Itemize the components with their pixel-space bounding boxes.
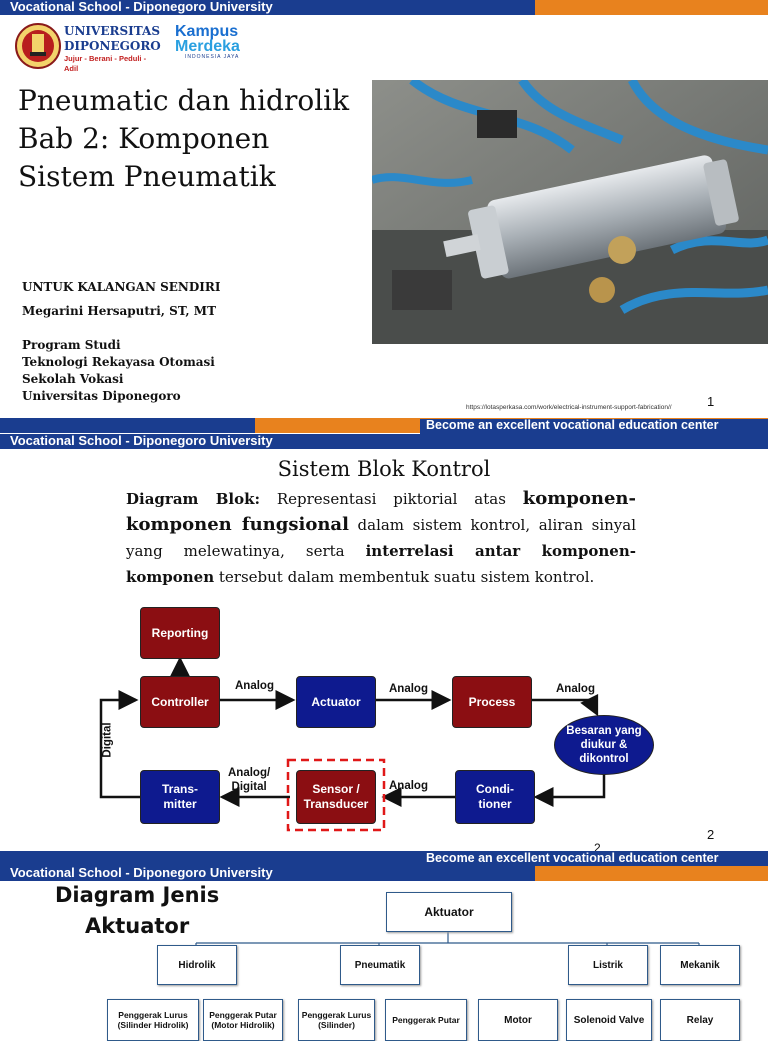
- slide1-title: Pneumatic dan hidrolik Bab 2: Komponen S…: [18, 82, 349, 196]
- tree-leaf: Penggerak Lurus (Silinder Hidrolik): [107, 999, 199, 1041]
- pneumatic-cylinder-photo: [372, 80, 768, 344]
- tree-leaf: Motor: [478, 999, 558, 1041]
- title-line-1: Pneumatic dan hidrolik: [18, 84, 350, 117]
- merdeka-text: Merdeka: [175, 38, 240, 55]
- sensor-label-1: Sensor /: [312, 782, 360, 796]
- sensor-highlight-box: [286, 758, 386, 832]
- tree-root-aktuator: Aktuator: [386, 892, 512, 932]
- tree-node-mekanik: Mekanik: [660, 945, 740, 985]
- program-line: Sekolah Vokasi: [22, 372, 124, 386]
- para-bold-5: interrelasi antar komponen-komponen: [126, 542, 636, 586]
- signal-label-analog: Analog: [556, 683, 595, 695]
- conditioner-block: Condi- tioner: [455, 770, 535, 824]
- conditioner-label-1: Condi-: [476, 782, 514, 796]
- undip-logo: UNIVERSITAS DIPONEGORO Jujur - Berani - …: [14, 22, 161, 73]
- motto-text-1: Become an excellent vocational education…: [426, 418, 719, 432]
- signal-label-analog: Analog: [389, 780, 428, 792]
- process-block: Process: [452, 676, 532, 728]
- undip-name-line1: UNIVERSITAS: [64, 24, 161, 38]
- para-text-4: dalam sistem kontrol, aliran sinyal yang…: [126, 516, 637, 560]
- para-bold-3: komponen-komponen fungsional: [126, 488, 636, 535]
- transmitter-label-2: mitter: [163, 797, 197, 811]
- header-school-text-2: Vocational School - Diponegoro Universit…: [10, 433, 273, 448]
- reporting-block: Reporting: [140, 607, 220, 659]
- definition-paragraph: Diagram Blok: Representasi piktorial ata…: [126, 486, 636, 590]
- controller-block: Controller: [140, 676, 220, 728]
- conditioner-label-2: tioner: [478, 797, 512, 811]
- kampus-tagline: INDONESIA JAYA: [185, 54, 240, 60]
- header-bar-slide1: Vocational School - Diponegoro Universit…: [0, 0, 768, 15]
- program-info: Program Studi Teknologi Rekayasa Otomasi…: [22, 337, 215, 405]
- undip-name-line2: DIPONEGORO: [64, 39, 161, 53]
- author-name: Megarini Hersaputri, ST, MT: [22, 304, 216, 318]
- title-line-2: Bab 2: Komponen: [18, 122, 270, 155]
- tree-node-listrik: Listrik: [568, 945, 648, 985]
- motto-text-2: Become an excellent vocational education…: [426, 851, 719, 865]
- besaran-block: Besaran yang diukur & dikontrol: [554, 715, 654, 775]
- tree-node-hidrolik: Hidrolik: [157, 945, 237, 985]
- kampus-merdeka-logo: Kampus Merdeka INDONESIA JAYA: [175, 24, 270, 66]
- sensor-block: Sensor / Transducer: [296, 770, 376, 824]
- tree-leaf: Penggerak Putar (Motor Hidrolik): [203, 999, 283, 1041]
- label-line: Digital: [231, 781, 267, 793]
- tree-leaf: Penggerak Lurus (Silinder): [298, 999, 375, 1041]
- tree-leaf: Solenoid Valve: [566, 999, 652, 1041]
- signal-label-analog: Analog: [389, 683, 428, 695]
- actuator-block: Actuator: [296, 676, 376, 728]
- slide3-title: Diagram Jenis Aktuator: [55, 880, 219, 942]
- program-line: Teknologi Rekayasa Otomasi: [22, 355, 215, 369]
- header-school-text: Vocational School - Diponegoro Universit…: [10, 0, 273, 14]
- sensor-label-2: Transducer: [303, 797, 369, 811]
- header-bar-slide3: Vocational School - Diponegoro Universit…: [0, 865, 768, 881]
- kampus-text: Kampus: [175, 23, 239, 40]
- page-number-2: 2: [707, 827, 715, 842]
- slide3-title-line2: Aktuator: [85, 914, 190, 938]
- footer-bar-slide2: [0, 851, 768, 866]
- header-school-text-3: Vocational School - Diponegoro Universit…: [10, 865, 273, 880]
- tree-leaf: Penggerak Putar: [385, 999, 467, 1041]
- slide2-title: Sistem Blok Kontrol: [277, 457, 491, 481]
- tree-node-pneumatik: Pneumatik: [340, 945, 420, 985]
- label-line: Analog/: [228, 767, 271, 779]
- tree-leaf: Relay: [660, 999, 740, 1041]
- slide3-title-line1: Diagram Jenis: [55, 883, 220, 907]
- private-note: UNTUK KALANGAN SENDIRI: [22, 280, 221, 294]
- signal-label-analog-digital: Analog/ Digital: [228, 766, 270, 794]
- title-line-3: Sistem Pneumatik: [18, 160, 276, 193]
- header-bar-slide2: Vocational School - Diponegoro Universit…: [0, 433, 768, 449]
- undip-motto: Jujur - Berani - Peduli - Adil: [64, 54, 147, 73]
- para-bold-1: Diagram Blok:: [126, 490, 261, 508]
- transmitter-label-1: Trans-: [161, 782, 198, 796]
- program-line: Universitas Diponegoro: [22, 389, 181, 403]
- para-text-6: tersebut dalam membentuk suatu sistem ko…: [214, 568, 595, 586]
- transmitter-block: Trans- mitter: [140, 770, 220, 824]
- para-text-2: Representasi piktorial atas: [260, 490, 523, 508]
- undip-emblem-icon: [15, 23, 61, 69]
- program-line: Program Studi: [22, 338, 121, 352]
- image-credit: https://lotasperkasa.com/work/electrical…: [466, 404, 672, 411]
- page-number-2-ghost: 2: [594, 841, 601, 855]
- signal-label-analog: Analog: [235, 680, 274, 692]
- page-number-1: 1: [707, 394, 715, 409]
